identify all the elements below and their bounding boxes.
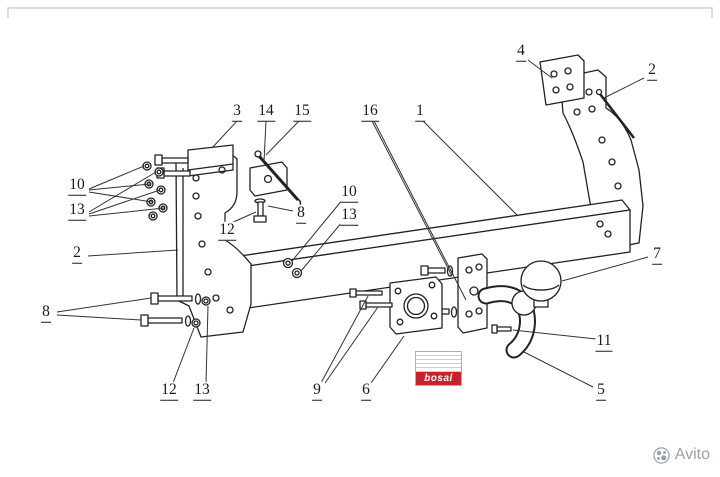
leader-line-part-8 [56, 314, 142, 321]
callout-part-2: 2 [72, 245, 82, 264]
leader-line-part-7 [561, 256, 649, 282]
callout-part-12: 12 [160, 382, 178, 401]
leader-line-part-12 [230, 211, 257, 224]
leader-line-part-16 [371, 120, 453, 277]
callout-part-16: 16 [361, 103, 379, 122]
callout-part-3: 3 [232, 103, 242, 122]
top-right-plate [539, 54, 585, 106]
callout-part-10: 10 [340, 184, 358, 203]
avito-logo-icon [653, 446, 670, 464]
leader-line-part-13 [205, 305, 209, 384]
leader-line-part-16 [373, 120, 467, 301]
left-side-bracket [175, 152, 252, 338]
leader-line-part-5 [523, 351, 594, 388]
leader-line-part-8 [267, 205, 294, 212]
callout-part-13: 13 [193, 382, 211, 401]
leader-line-part-14 [263, 120, 267, 163]
socket-bolts [349, 288, 393, 310]
callout-part-15: 15 [293, 103, 311, 122]
photo-frame-marks [7, 7, 713, 18]
lower-left-bolts [140, 292, 211, 328]
leader-line-part-3 [211, 120, 238, 149]
leader-line-part-10 [88, 183, 151, 191]
callout-part-2: 2 [647, 62, 657, 81]
towball-neck [477, 285, 537, 359]
callout-part-8: 8 [41, 304, 51, 323]
bosal-logo-text: bosal [416, 372, 461, 385]
callout-part-7: 7 [652, 246, 662, 265]
hitch-flange-plate [420, 253, 488, 334]
leader-line-part-2 [603, 77, 645, 99]
leader-line-part-10 [88, 191, 153, 203]
leader-lines [56, 59, 649, 388]
callout-part-11: 11 [595, 333, 613, 352]
leader-line-part-13 [88, 189, 161, 215]
leader-line-part-10 [88, 165, 145, 190]
callout-part-12: 12 [218, 222, 236, 241]
callout-part-1: 1 [415, 103, 425, 122]
leader-line-part-1 [422, 120, 519, 217]
leader-line-part-15 [265, 120, 300, 156]
leader-line-part-2 [87, 249, 179, 257]
callout-part-9: 9 [312, 382, 322, 401]
callout-part-13: 13 [68, 202, 86, 221]
callout-part-8: 8 [296, 205, 306, 224]
callout-part-5: 5 [596, 382, 606, 401]
callout-part-10: 10 [68, 177, 86, 196]
leader-line-part-13 [88, 171, 157, 213]
callout-part-14: 14 [257, 103, 275, 122]
diagonal-pin [599, 93, 635, 139]
leader-line-part-13 [88, 207, 165, 217]
main-crossbar [239, 199, 631, 309]
callout-part-6: 6 [361, 382, 371, 401]
socket-plate [389, 276, 443, 335]
parts-drawing [140, 54, 644, 359]
leader-line-part-11 [512, 329, 597, 340]
callout-part-13: 13 [340, 207, 358, 226]
leader-line-part-4 [527, 59, 553, 79]
avito-watermark: Avito [653, 446, 710, 464]
leader-line-part-9 [320, 295, 369, 384]
leader-line-part-8 [56, 297, 152, 313]
bosal-brand-badge: bosal [415, 351, 462, 386]
clevis-pin [257, 155, 300, 201]
clamp-bolt [491, 324, 512, 334]
leader-line-part-10 [291, 198, 344, 262]
clevis-bracket [249, 150, 302, 223]
leader-line-part-6 [370, 335, 405, 384]
avito-watermark-text: Avito [674, 446, 710, 463]
leader-line-part-9 [324, 306, 379, 384]
callout-part-4: 4 [516, 43, 526, 62]
leader-line-part-13 [300, 220, 344, 272]
leader-line-part-12 [172, 327, 195, 384]
fastener-cluster [142, 161, 168, 221]
ball-cover [520, 260, 562, 308]
